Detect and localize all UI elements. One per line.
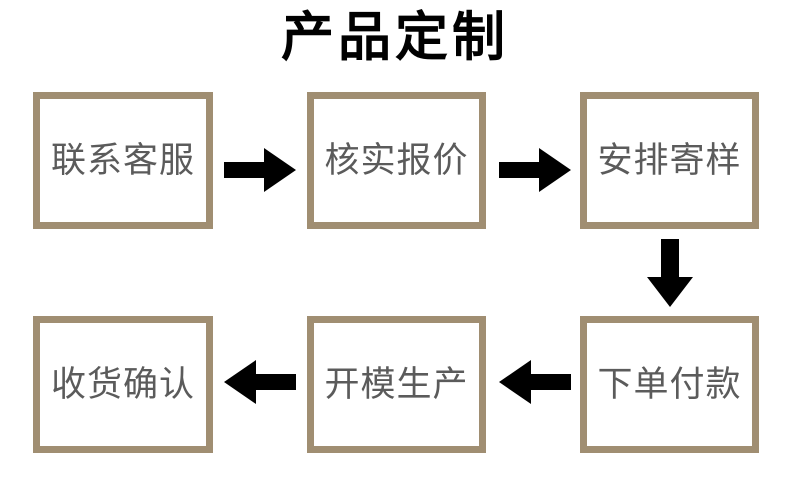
step-label-contact-service: 联系客服 <box>50 140 195 181</box>
step-label-receipt-confirmation: 收货确认 <box>50 364 195 405</box>
step-box-verify-quote[interactable]: 核实报价 <box>307 92 486 229</box>
step-box-place-order-payment[interactable]: 下单付款 <box>580 316 759 453</box>
step-label-verify-quote: 核实报价 <box>324 140 469 181</box>
step-box-arrange-sample[interactable]: 安排寄样 <box>580 92 759 229</box>
step-box-receipt-confirmation[interactable]: 收货确认 <box>33 316 213 453</box>
step-box-contact-service[interactable]: 联系客服 <box>33 92 213 229</box>
arrow-right-icon-1 <box>224 146 296 194</box>
arrow-down-icon-1 <box>645 239 695 307</box>
arrow-left-icon-1 <box>499 358 571 406</box>
step-label-arrange-sample: 安排寄样 <box>597 140 742 181</box>
page-title: 产品定制 <box>281 7 509 68</box>
step-label-mold-production: 开模生产 <box>324 364 469 405</box>
arrow-left-icon-2 <box>224 358 296 406</box>
step-label-place-order-payment: 下单付款 <box>597 364 742 405</box>
step-box-mold-production[interactable]: 开模生产 <box>307 316 486 453</box>
arrow-right-icon-2 <box>499 146 571 194</box>
